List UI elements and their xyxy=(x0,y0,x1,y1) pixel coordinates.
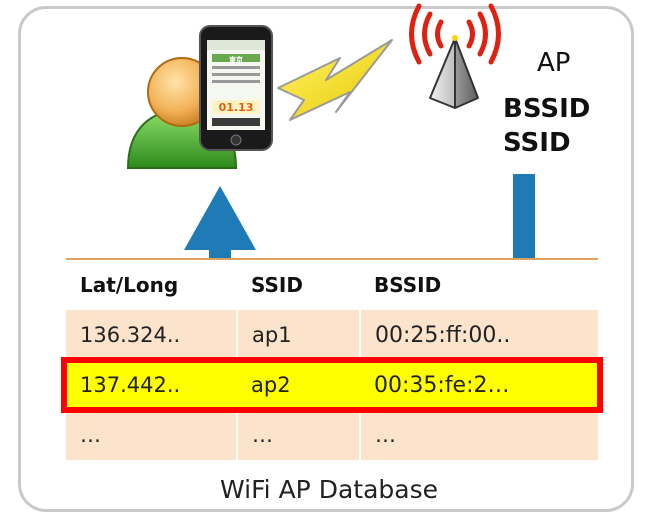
wifi-ap-database-table: Lat/Long SSID BSSID 136.324.. ap1 00:25:… xyxy=(66,258,598,460)
cell-bssid: … xyxy=(359,410,598,460)
database-caption: WiFi AP Database xyxy=(220,475,438,504)
cell-latlong: 137.442.. xyxy=(66,360,237,410)
table-header-row: Lat/Long SSID BSSID xyxy=(66,258,598,310)
highlight-box xyxy=(61,357,603,413)
cell-ssid: … xyxy=(236,410,360,460)
table-row: … … … xyxy=(66,410,598,460)
ap-label: AP xyxy=(537,48,571,78)
access-point-icon xyxy=(429,35,479,109)
signal-waves-icon xyxy=(409,3,501,65)
lightning-icon xyxy=(277,39,393,121)
column-header-bssid: BSSID xyxy=(360,258,598,310)
table-row-highlighted: 137.442.. ap2 00:35:fe:2… xyxy=(66,360,598,410)
bssid-label: BSSID xyxy=(503,94,591,124)
cell-bssid: 00:25:ff:00.. xyxy=(359,310,598,360)
smartphone-icon: 東京 01.13 xyxy=(199,25,273,151)
cell-ssid: ap1 xyxy=(236,310,360,360)
ssid-label: SSID xyxy=(503,128,571,158)
column-header-latlong: Lat/Long xyxy=(66,258,237,310)
cell-bssid: 00:35:fe:2… xyxy=(360,360,598,410)
table-row: 136.324.. ap1 00:25:ff:00.. xyxy=(66,310,598,360)
cell-ssid: ap2 xyxy=(237,360,360,410)
cell-latlong: 136.324.. xyxy=(66,310,237,360)
phone-countdown-text: 01.13 xyxy=(219,101,254,114)
column-header-ssid: SSID xyxy=(237,258,360,310)
phone-station-text: 東京 xyxy=(229,55,243,64)
cell-latlong: … xyxy=(66,410,237,460)
